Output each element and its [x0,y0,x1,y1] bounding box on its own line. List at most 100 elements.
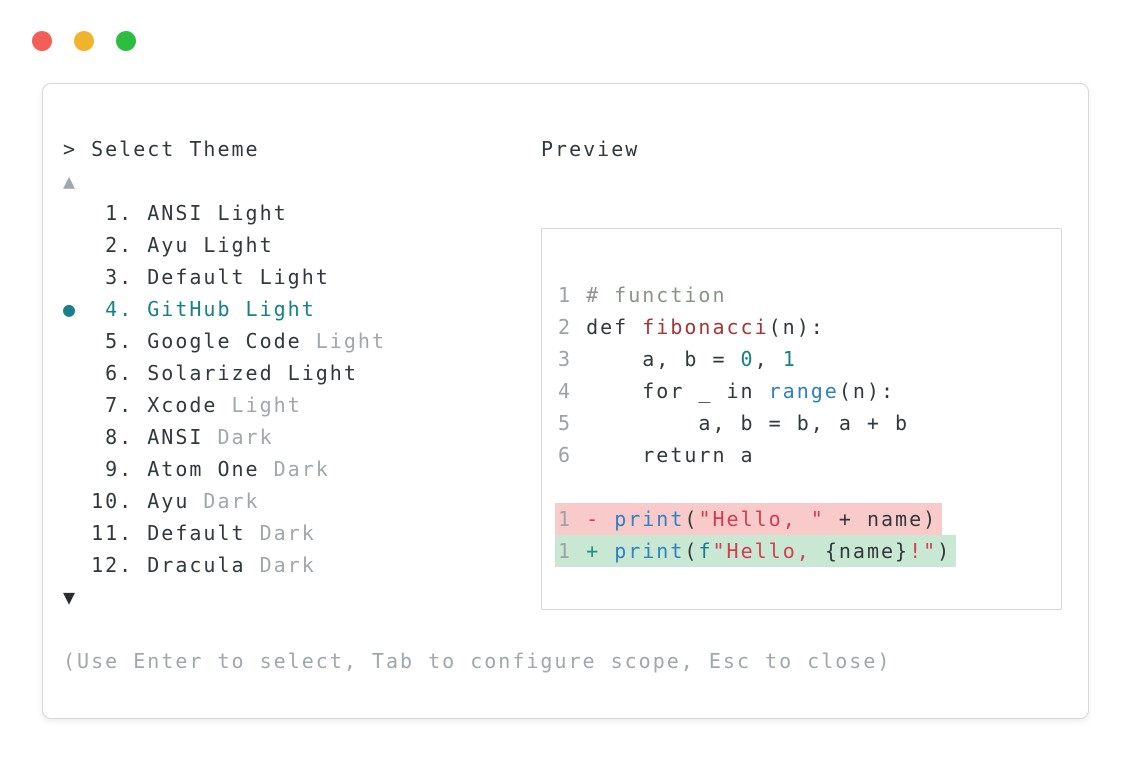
theme-item-number: 5. [91,329,148,353]
theme-item-number: 3. [91,265,148,289]
diff-highlight: 1 - print("Hello, " + name) [555,503,943,535]
theme-item-name: Ayu Light [147,233,274,257]
theme-picker-panel: > Select Theme ▲ 1. ANSI Light 2. Ayu Li… [63,133,891,677]
code-segment-plain: ( [684,507,699,531]
code-line: 6 return a [558,439,1061,471]
select-theme-prompt: > Select Theme [63,137,260,161]
theme-item-atom-one-dark[interactable]: 9. Atom One Dark [63,453,891,485]
theme-item-number: 11. [91,521,148,545]
theme-item-suffix: Dark [203,425,274,449]
code-segment-plain: {name} [824,539,910,563]
theme-item-default-light[interactable]: 3. Default Light [63,261,891,293]
theme-item-name: ANSI [147,425,204,449]
theme-item-number: 6. [91,361,148,385]
code-line [558,471,1061,503]
code-segment-builtin: print [614,507,685,531]
scroll-down-icon[interactable]: ▼ [63,585,78,609]
code-segment-string: "Hello, [712,539,825,563]
window-traffic-lights [32,31,136,51]
theme-item-name: Solarized Light [147,361,358,385]
diff-highlight: 1 + print(f"Hello, {name}!") [555,535,957,567]
gutter [63,361,91,385]
code-segment-builtin: range [768,379,839,403]
help-text: (Use Enter to select, Tab to configure s… [63,649,892,673]
code-segment-number: 1 [782,347,797,371]
theme-item-number: 4. [91,297,148,321]
theme-item-github-light[interactable]: ● 4. GitHub Light [63,293,891,325]
code-segment-builtin: print [614,539,685,563]
code-segment-plain [572,507,586,531]
maximize-button[interactable] [116,31,136,51]
preview-title: Preview [541,137,640,161]
code-segment-comment: # function [586,283,727,307]
theme-item-google-code-light[interactable]: 5. Google Code Light [63,325,891,357]
gutter [63,233,91,257]
theme-item-name: Default Light [147,265,330,289]
gutter [63,201,91,225]
theme-item-ayu-dark[interactable]: 10. Ayu Dark [63,485,891,517]
minimize-button[interactable] [74,31,94,51]
selected-bullet-icon: ● [63,297,92,321]
gutter [63,457,91,481]
code-segment-fprefix: f [698,539,713,563]
gutter [63,265,91,289]
theme-item-solarized-light[interactable]: 6. Solarized Light [63,357,891,389]
spacer [63,613,891,645]
theme-item-number: 7. [91,393,148,417]
code-segment-plain: a, b = b, a + b [572,411,910,435]
code-segment-plain: (n): [768,315,825,339]
theme-item-xcode-light[interactable]: 7. Xcode Light [63,389,891,421]
scroll-up-icon[interactable]: ▲ [63,169,78,193]
theme-item-name: ANSI Light [147,201,288,225]
theme-item-number: 12. [91,553,148,577]
theme-item-default-dark[interactable]: 11. Default Dark [63,517,891,549]
theme-item-name: Xcode [147,393,218,417]
theme-list: 1. ANSI Light 2. Ayu Light 3. Default Li… [63,197,891,581]
theme-item-suffix: Dark [245,553,316,577]
theme-item-suffix: Dark [189,489,260,513]
theme-item-name: Atom One [147,457,260,481]
theme-item-number: 10. [91,489,148,513]
code-segment-plain: ( [684,539,699,563]
code-segment-plain: ) [937,539,952,563]
code-segment-function: fibonacci [642,315,769,339]
theme-item-name: Google Code [147,329,302,353]
theme-item-ansi-light[interactable]: 1. ANSI Light [63,197,891,229]
diff-removed-line: 1 - print("Hello, " + name) [555,503,1061,535]
theme-item-ayu-light[interactable]: 2. Ayu Light [63,229,891,261]
theme-item-number: 2. [91,233,148,257]
theme-item-dracula-dark[interactable]: 12. Dracula Dark [63,549,891,581]
theme-item-number: 8. [91,425,148,449]
code-segment-plain [600,539,614,563]
theme-picker-window: > Select Theme ▲ 1. ANSI Light 2. Ayu Li… [42,83,1089,719]
gutter [63,489,91,513]
code-line: 1 # function [558,279,1061,311]
code-segment-plain: + name) [824,507,938,531]
code-line: 3 a, b = 0, 1 [558,343,1061,375]
code-segment-lineno: 5 [558,411,573,435]
code-segment-lineno: 1 [558,539,573,563]
code-segment-string: !" [909,539,938,563]
theme-item-suffix: Dark [259,457,330,481]
code-segment-plain [572,283,586,307]
code-segment-lineno: 1 [558,507,573,531]
code-segment-lineno: 4 [558,379,573,403]
code-segment-plain: , [754,347,783,371]
theme-item-name: GitHub Light [147,297,316,321]
code-segment-plain: return a [572,443,755,467]
theme-item-suffix: Light [217,393,302,417]
code-segment-plain: def [572,315,643,339]
code-segment-lineno: 1 [558,283,573,307]
code-segment-plain [572,539,586,563]
code-segment-number: 0 [740,347,755,371]
code-segment-plain [600,507,614,531]
code-segment-lineno: 3 [558,347,573,371]
close-button[interactable] [32,31,52,51]
theme-item-name: Ayu [147,489,190,513]
theme-item-ansi-dark[interactable]: 8. ANSI Dark [63,421,891,453]
code-segment-plain: for _ in [572,379,769,403]
code-line: 4 for _ in range(n): [558,375,1061,407]
code-line: 2 def fibonacci(n): [558,311,1061,343]
